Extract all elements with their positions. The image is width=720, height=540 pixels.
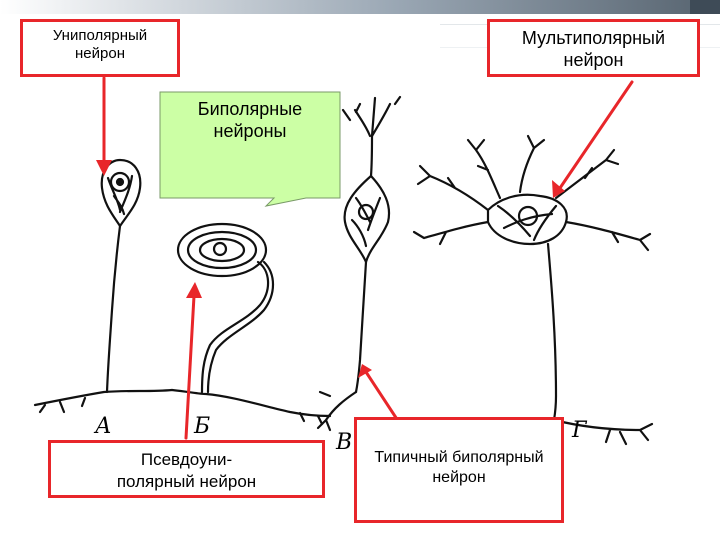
multipolar-label-box: Мультиполярный нейрон: [487, 19, 700, 77]
typical-bipolar-label: Типичный биполярный нейрон: [374, 449, 544, 486]
bipolar-callout-shape: [159, 91, 341, 207]
letter-v: В: [336, 430, 353, 455]
bipolar-neuron-drawing: [316, 95, 402, 432]
pseudounipolar-neuron-drawing: [170, 222, 332, 426]
letter-g: Г: [572, 418, 587, 443]
bipolar-callout-label: Биполярные нейроны: [197, 99, 303, 141]
slide-top-bar-dark-end: [690, 0, 720, 14]
pseudounipolar-label-box: Псевдоуни- полярный нейрон: [48, 440, 325, 498]
letter-a: А: [95, 414, 112, 439]
unipolar-label: Униполярный нейрон: [52, 27, 148, 62]
unipolar-label-box: Униполярный нейрон: [20, 19, 180, 77]
arrow-multipolar: [558, 80, 634, 190]
arrow-pseudounipolar: [184, 294, 196, 440]
letter-b: Б: [194, 414, 211, 439]
slide-top-bar: [0, 0, 720, 14]
pseudounipolar-label: Псевдоуни- полярный нейрон: [116, 450, 257, 491]
multipolar-neuron-drawing: [412, 134, 654, 446]
multipolar-label: Мультиполярный нейрон: [521, 28, 666, 70]
unipolar-neuron-drawing: [33, 158, 174, 414]
typical-bipolar-label-box: Типичный биполярный нейрон: [354, 417, 564, 523]
